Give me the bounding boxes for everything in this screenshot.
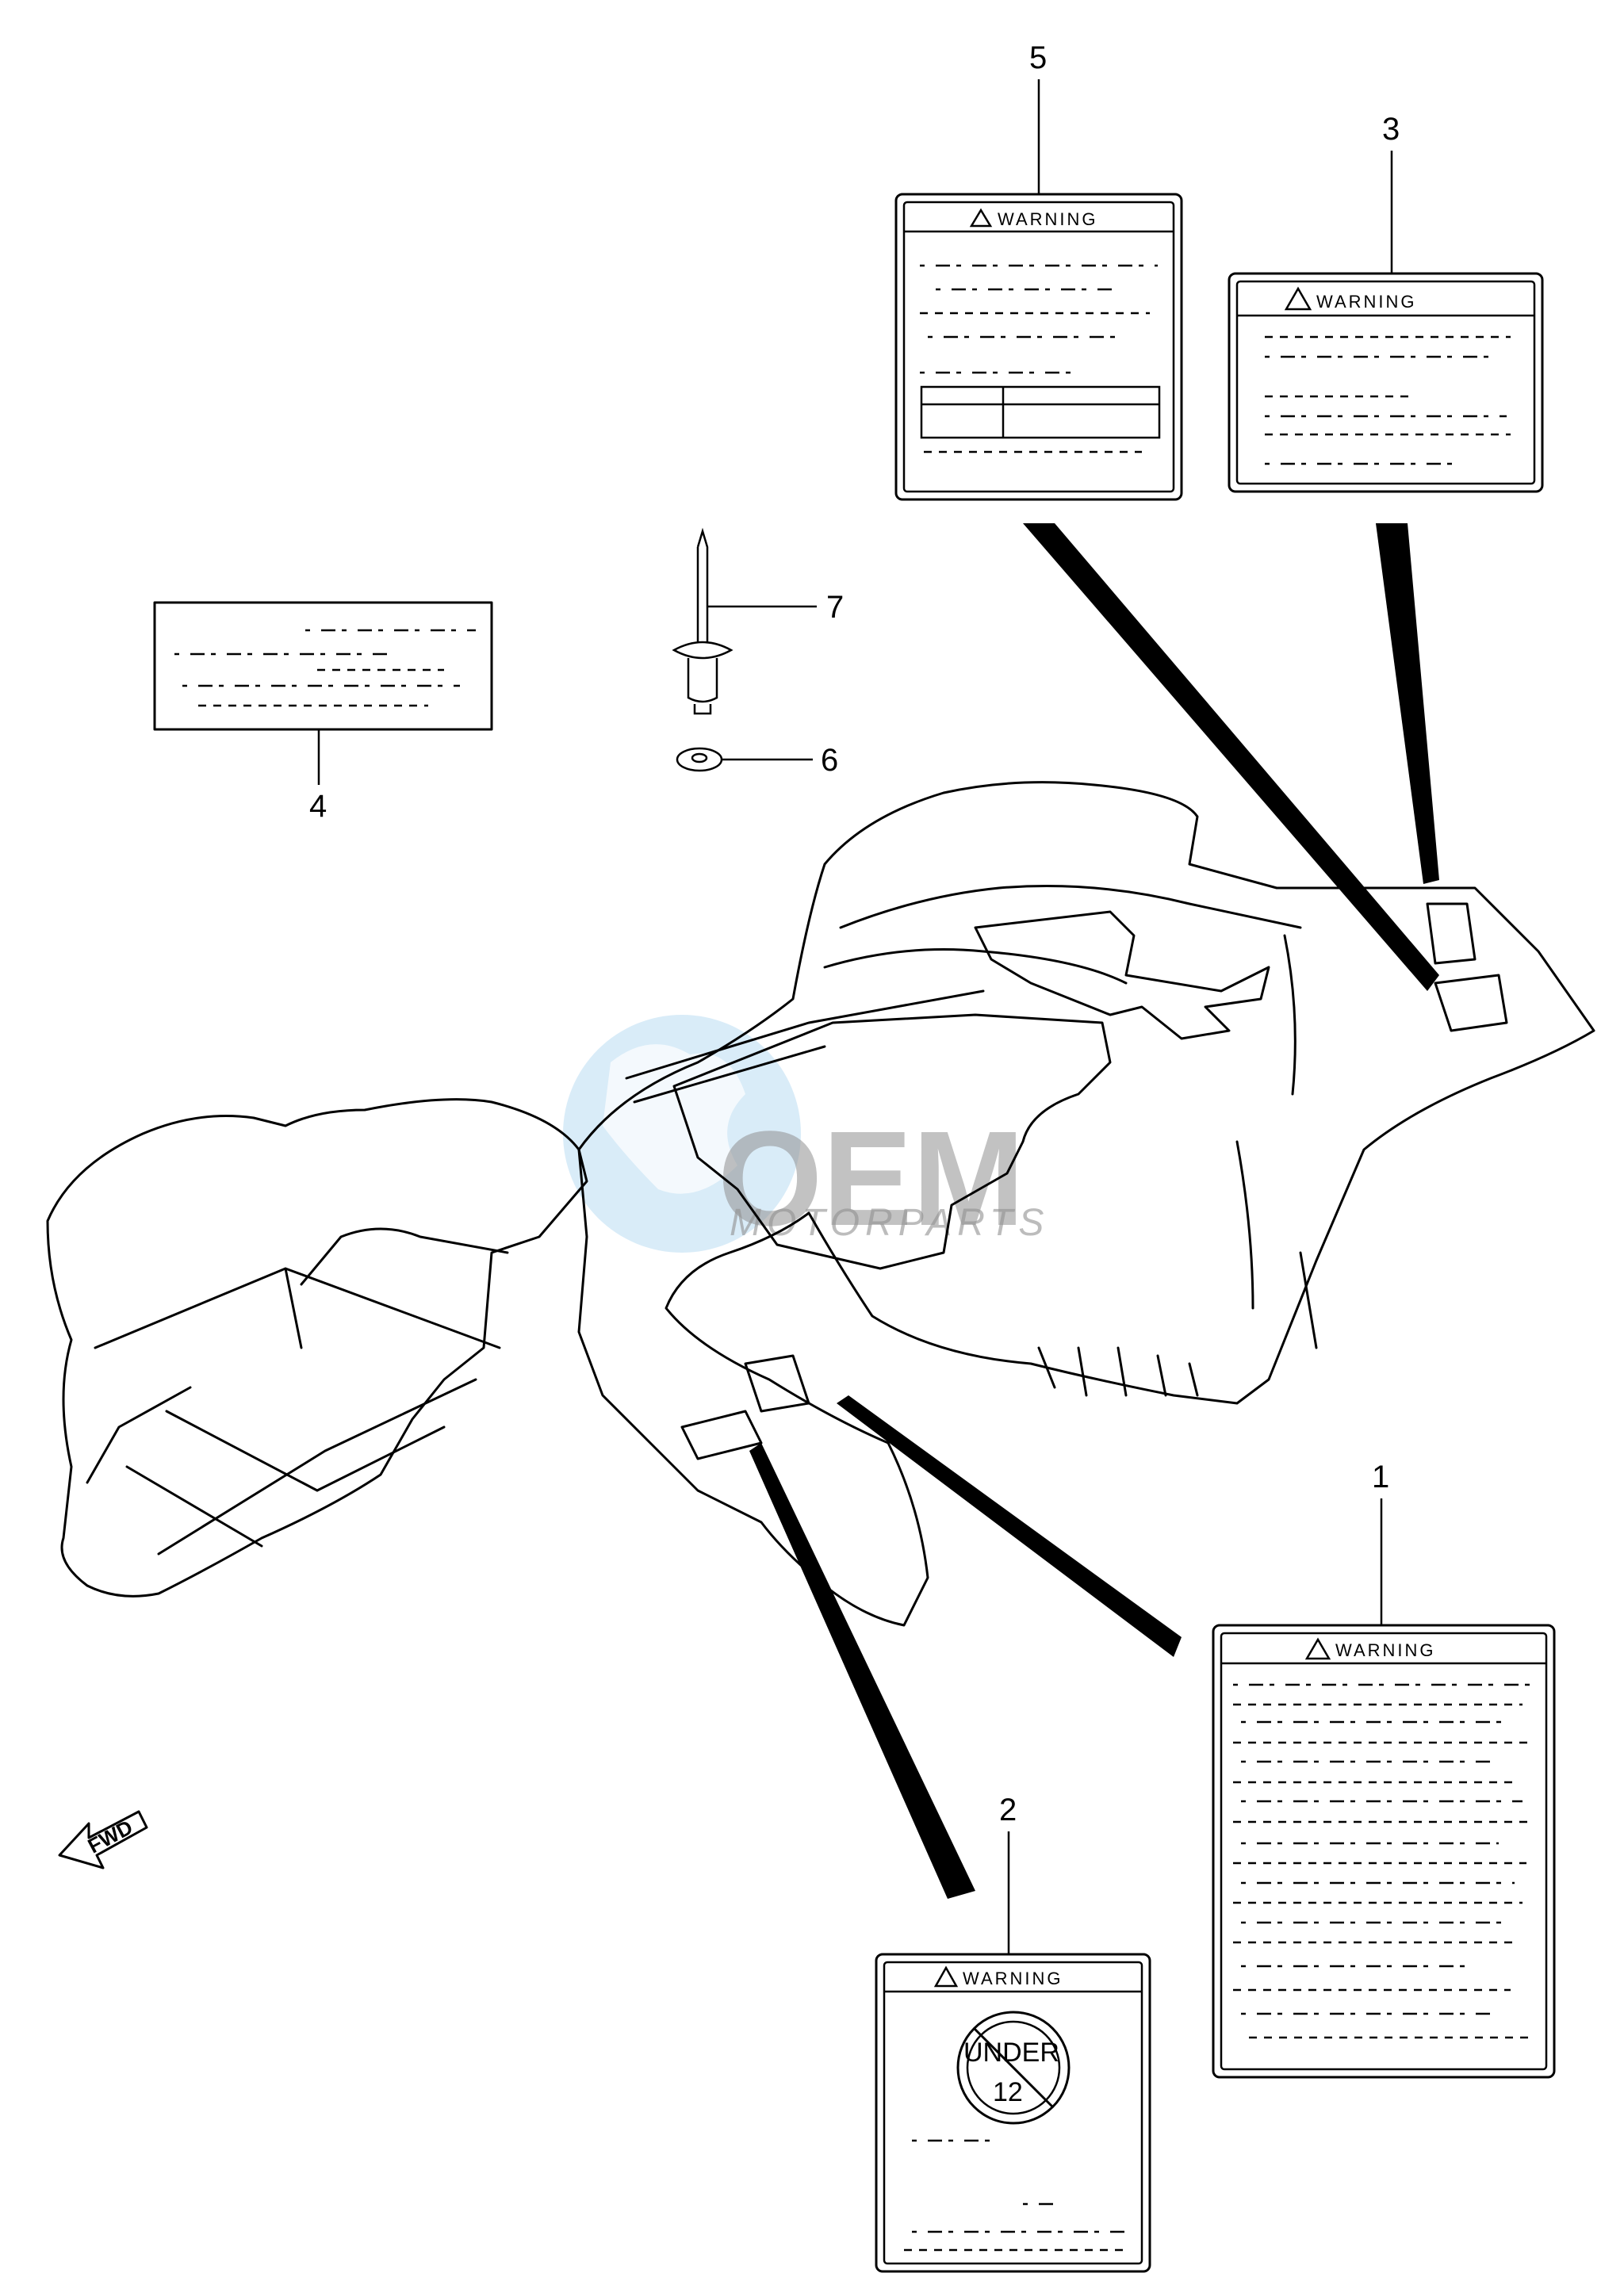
- oem-motorparts-watermark: OEM MOTORPARTS: [563, 1015, 1049, 1254]
- label-1-inner: [1220, 1632, 1548, 2071]
- watermark-globe-land: [603, 1044, 745, 1194]
- leader-wedge-3: [1376, 523, 1439, 884]
- label-4-outer: [153, 601, 493, 731]
- label-part-5[interactable]: 5 WARNING: [894, 40, 1183, 501]
- leader-wedge-5: [1023, 523, 1439, 991]
- warning-triangle-icon: [1304, 1637, 1331, 1660]
- label-part-4[interactable]: 4: [153, 601, 493, 824]
- no-under-12-text: UNDER: [963, 2038, 1059, 2068]
- warning-triangle-icon: [1284, 286, 1312, 311]
- leader-wedges: [749, 523, 1439, 1899]
- rear-fender-top-ridge: [823, 885, 1302, 985]
- fwd-label: FWD: [84, 1815, 136, 1858]
- label-1-body-text: [1233, 1683, 1530, 2039]
- fender-assembly: [46, 781, 1595, 1627]
- front-fender-inner: [86, 1267, 501, 1556]
- callout-number-5: 5: [1029, 40, 1047, 75]
- label-part-3[interactable]: 3 WARNING: [1228, 112, 1544, 493]
- rear-fender-vent: [1037, 1346, 1199, 1397]
- rivet-tip: [693, 704, 712, 715]
- washer-icon: [676, 747, 723, 772]
- washer-hole: [691, 752, 708, 763]
- callout-number-3: 3: [1382, 112, 1400, 147]
- label-5-outer: [894, 193, 1183, 501]
- callout-number-6: 6: [821, 743, 838, 778]
- rear-fender-inner-panel: [672, 1013, 1112, 1270]
- rivet-head: [672, 641, 733, 660]
- label-1-heading: WARNING: [1335, 1640, 1436, 1660]
- front-fender-deck: [300, 1227, 509, 1286]
- washer-part-6[interactable]: 6: [676, 743, 838, 778]
- label-5-heading: WARNING: [998, 209, 1098, 229]
- leader-wedge-2: [749, 1443, 975, 1899]
- label-2-heading: WARNING: [963, 1969, 1063, 1988]
- watermark-logo: OEM: [718, 1104, 1025, 1254]
- rear-fender-outline: [577, 781, 1595, 1627]
- fwd-direction-arrow: FWD: [58, 1810, 148, 1869]
- rear-fender-rack-tube: [625, 989, 985, 1104]
- label-2-inner: [883, 1961, 1143, 2265]
- label-2-outer: [875, 1953, 1151, 2273]
- no-under-12-slash: [974, 2028, 1053, 2107]
- watermark-subtitle: MOTORPARTS: [730, 1202, 1049, 1244]
- front-fender-step: [125, 1410, 446, 1548]
- label-3-inner: [1235, 280, 1536, 485]
- body-label-area-3: [1434, 974, 1508, 1032]
- callout-number-7: 7: [826, 590, 844, 625]
- rear-fender-seat-cutout: [974, 910, 1270, 1040]
- callout-number-2: 2: [999, 1793, 1017, 1827]
- leader-wedge-1: [837, 1395, 1182, 1657]
- callout-number-1: 1: [1372, 1460, 1389, 1494]
- callout-number-4: 4: [309, 789, 327, 824]
- rivet-icon: [696, 527, 709, 642]
- rear-fender-side: [1235, 934, 1318, 1349]
- body-label-area-1: [744, 1354, 810, 1413]
- rivet-body: [687, 658, 718, 703]
- label-part-2[interactable]: 2 WARNING UNDER 12: [875, 1793, 1151, 2273]
- warning-triangle-icon: [969, 208, 993, 228]
- label-5-table: [920, 385, 1161, 439]
- no-under-12-sign: [956, 2011, 1071, 2125]
- label-3-outer: [1228, 272, 1544, 493]
- label-part-1[interactable]: 1 WARNING: [1212, 1460, 1556, 2079]
- label-5-inner: [902, 201, 1175, 493]
- label-1-outer: [1212, 1624, 1556, 2079]
- front-fender-outline: [46, 1098, 588, 1598]
- body-label-area-2: [680, 1410, 763, 1460]
- label-3-heading: WARNING: [1316, 292, 1417, 312]
- rivet-part-7[interactable]: 7: [672, 527, 844, 715]
- body-label-area-5: [1426, 902, 1477, 965]
- fwd-arrow-icon: [58, 1810, 148, 1869]
- warning-triangle-icon: [933, 1965, 959, 1988]
- no-under-12-sign-inner: [966, 2020, 1061, 2115]
- no-under-12-age: 12: [993, 2077, 1023, 2107]
